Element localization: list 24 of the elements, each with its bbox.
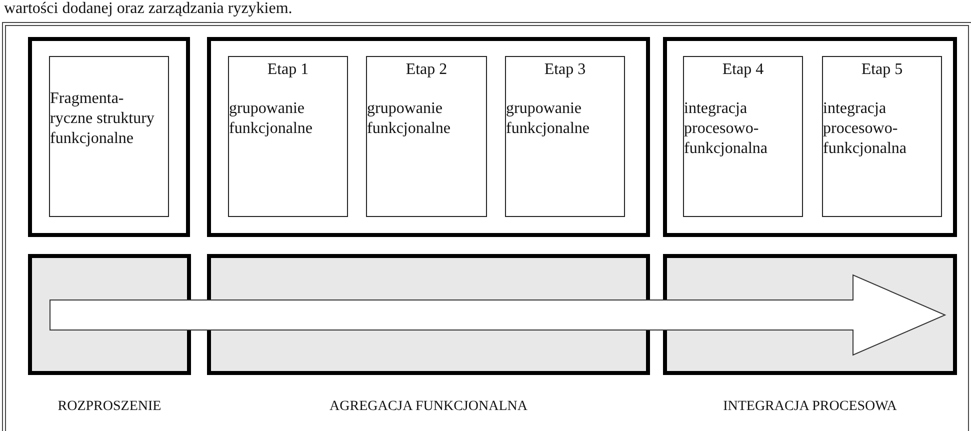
- stage-text: grupowanie funkcjonalne: [367, 99, 452, 139]
- stage-box: [683, 56, 803, 217]
- phase-label: INTEGRACJA PROCESOWA: [723, 399, 897, 415]
- group-box: [28, 37, 190, 237]
- stage-heading: Etap 5: [860, 60, 904, 79]
- stage-heading: Etap 1: [266, 60, 310, 79]
- group-box: [663, 37, 957, 237]
- stage-text: Fragmenta- ryczne struktury funkcjonalne: [50, 89, 156, 149]
- sentence-text: wartości dodanej oraz zarządzania ryzykiem.: [4, 0, 292, 18]
- stage-heading: Etap 2: [404, 60, 448, 79]
- phase-label: ROZPROSZENIE: [58, 399, 162, 415]
- stage-heading: Etap 4: [721, 60, 765, 79]
- stage-heading: Etap 3: [543, 60, 587, 79]
- stage-box: [49, 56, 169, 217]
- group-box: [207, 37, 650, 237]
- stage-text: grupowanie funkcjonalne: [229, 99, 314, 139]
- stage-text: grupowanie funkcjonalne: [506, 99, 591, 139]
- stage-box: [505, 56, 625, 217]
- stage-box: [822, 56, 942, 217]
- stage-box: [366, 56, 487, 217]
- stage-box: [228, 56, 348, 217]
- stage-text: integracja procesowo- funkcjonalna: [684, 99, 769, 159]
- stage-text: integracja procesowo- funkcjonalna: [823, 99, 908, 159]
- phase-label: AGREGACJA FUNKCJONALNA: [330, 399, 528, 415]
